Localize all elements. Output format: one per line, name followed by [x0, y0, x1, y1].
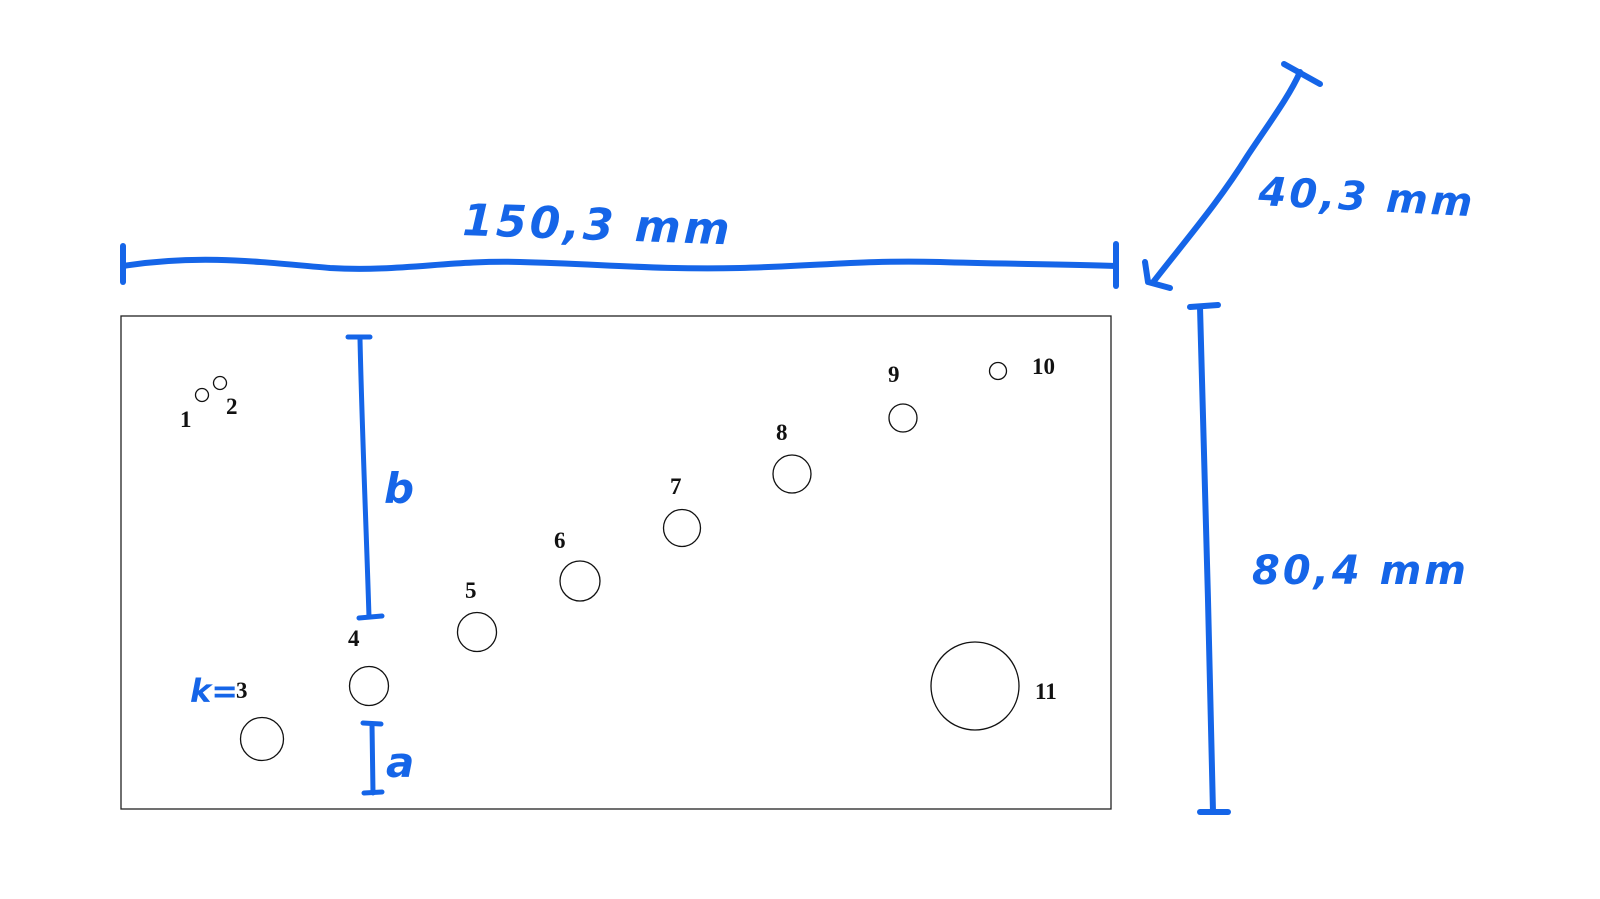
b-label: b — [384, 464, 414, 513]
width-dimension — [120, 241, 1119, 289]
b-dimension-line — [357, 336, 372, 620]
plate-outline — [120, 315, 1112, 810]
hole-2 — [212, 375, 228, 391]
hole-label-8: 8 — [776, 420, 788, 445]
width-label: 150,3 mm — [462, 195, 734, 255]
b-bottom-tick — [356, 613, 385, 621]
depth-dimension — [1142, 61, 1323, 291]
hole-10 — [988, 361, 1008, 381]
hole-1 — [194, 387, 210, 403]
hole-label-11: 11 — [1035, 679, 1057, 704]
k-label: k= — [190, 672, 238, 710]
hole-label-2: 2 — [226, 394, 238, 419]
b-dimension — [345, 334, 385, 621]
hole-label-4: 4 — [348, 626, 360, 651]
hole-label-7: 7 — [670, 474, 682, 499]
hole-4 — [348, 665, 390, 707]
height-dimension — [1187, 302, 1231, 815]
height-top-tick — [1187, 302, 1221, 310]
height-label: 80,4 mm — [1252, 548, 1469, 594]
hole-label-6: 6 — [554, 528, 566, 553]
hole-6 — [559, 560, 601, 602]
hole-label-1: 1 — [180, 407, 192, 432]
depth-label: 40,3 mm — [1256, 169, 1476, 226]
height-dimension-line — [1197, 304, 1216, 815]
hole-8 — [772, 454, 812, 494]
hole-5 — [456, 611, 498, 653]
a-top-tick — [360, 720, 384, 727]
depth-top-tick — [1281, 61, 1323, 87]
a-dimension-line — [369, 721, 376, 796]
hole-label-9: 9 — [888, 362, 900, 387]
hole-9 — [888, 403, 918, 433]
a-label: a — [386, 738, 414, 787]
hole-label-5: 5 — [465, 578, 477, 603]
hole-11 — [930, 641, 1020, 731]
hole-label-10: 10 — [1032, 354, 1055, 379]
a-bottom-tick — [361, 789, 385, 796]
depth-arrowhead — [1142, 259, 1173, 291]
hole-7 — [662, 508, 702, 548]
width-dimension-line — [120, 256, 1119, 272]
hole-3 — [239, 716, 285, 762]
hole-label-3: 3 — [236, 678, 248, 703]
depth-dimension-line — [1151, 69, 1303, 284]
a-dimension — [360, 720, 385, 796]
